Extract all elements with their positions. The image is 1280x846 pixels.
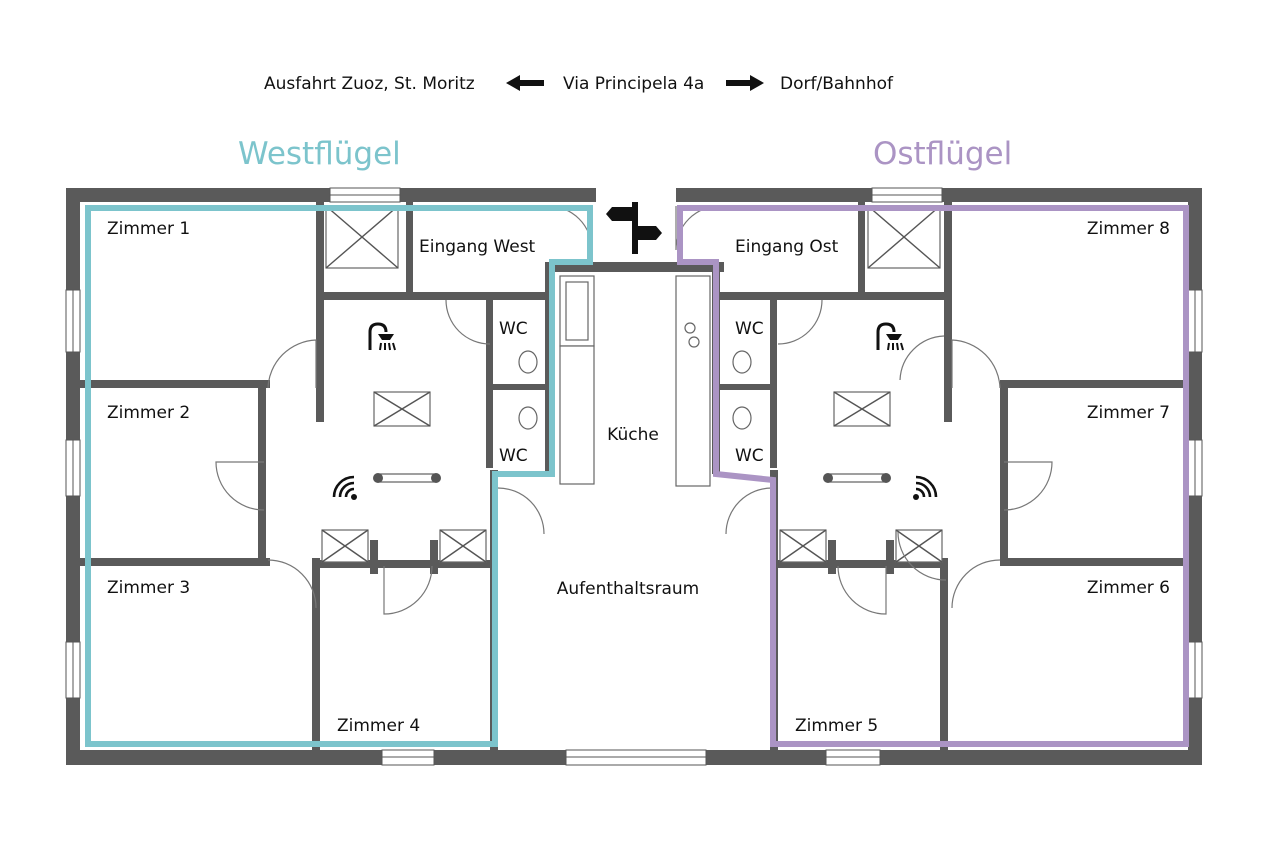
address-label: Via Principela 4a [563, 74, 704, 94]
wifi-icon [332, 475, 357, 500]
arrow-left-icon [506, 75, 544, 91]
wifi-icon [913, 475, 938, 500]
room-label-eingang-ost: Eingang Ost [735, 237, 839, 257]
room-label-aufenthaltsraum: Aufenthaltsraum [557, 579, 699, 599]
room-label-zimmer-5: Zimmer 5 [795, 716, 878, 736]
signpost-icon [606, 202, 662, 254]
fixtures [215, 205, 1053, 615]
room-label-wc: WC [499, 446, 528, 466]
room-label-wc: WC [735, 446, 764, 466]
west-wing-outline [85, 205, 593, 747]
interior-walls-east [712, 202, 1188, 750]
shower-icon [876, 322, 904, 351]
direction-left-label: Ausfahrt Zuoz, St. Moritz [264, 74, 475, 94]
room-label-zimmer-6: Zimmer 6 [1087, 578, 1170, 598]
room-label-wc: WC [735, 319, 764, 339]
arrow-right-icon [726, 75, 764, 91]
interior-walls-west [80, 202, 553, 750]
room-label-kueche: Küche [607, 425, 659, 445]
direction-right-label: Dorf/Bahnhof [780, 74, 894, 94]
east-wing-outline [677, 205, 1189, 747]
outer-walls [65, 187, 1203, 766]
room-label-zimmer-8: Zimmer 8 [1087, 219, 1170, 239]
room-label-zimmer-4: Zimmer 4 [337, 716, 420, 736]
room-label-zimmer-7: Zimmer 7 [1087, 403, 1170, 423]
wing-west-title: Westflügel [238, 136, 401, 172]
room-label-wc: WC [499, 319, 528, 339]
shower-icon [368, 322, 396, 351]
room-label-zimmer-1: Zimmer 1 [107, 219, 190, 239]
room-label-eingang-west: Eingang West [419, 237, 536, 257]
wing-east-title: Ostflügel [873, 136, 1012, 172]
room-label-zimmer-2: Zimmer 2 [107, 403, 190, 423]
room-label-zimmer-3: Zimmer 3 [107, 578, 190, 598]
